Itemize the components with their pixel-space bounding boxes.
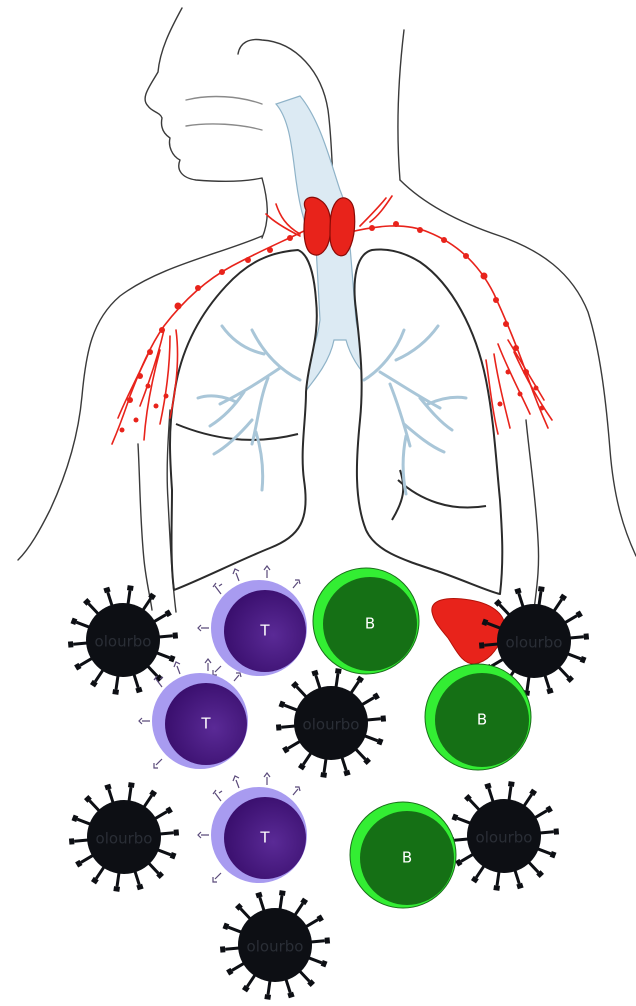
- virus-watermark: olourbo: [506, 634, 563, 652]
- virus-spike: [360, 692, 379, 707]
- t-cell-label: T: [259, 622, 270, 640]
- virus-spike: [74, 656, 93, 671]
- virus-spike: [364, 733, 384, 745]
- virus-spike: [311, 937, 330, 945]
- virus-spike: [104, 784, 115, 804]
- virus-spike: [152, 609, 171, 624]
- virus-watermark: olourbo: [247, 938, 304, 956]
- virus: olourbo: [69, 782, 179, 892]
- virus-spike: [159, 632, 178, 640]
- virus-watermark: olourbo: [476, 829, 533, 847]
- virus: olourbo: [220, 890, 330, 1000]
- virus-spike: [542, 674, 553, 694]
- virus-spike: [484, 783, 495, 803]
- virus-spike: [570, 633, 589, 641]
- virus-spike: [279, 701, 299, 713]
- virus-spike: [567, 651, 587, 663]
- spleen: [432, 599, 505, 665]
- virus-spike: [156, 650, 176, 662]
- virus-spike: [540, 828, 559, 836]
- virus-spike: [125, 585, 134, 605]
- b-cell: B: [313, 568, 419, 674]
- virus-spike: [339, 756, 350, 776]
- virus-spike: [153, 806, 172, 821]
- virus-spike: [282, 739, 301, 754]
- virus-spike: [563, 610, 582, 625]
- virus-spike: [367, 715, 386, 723]
- virus-spike: [276, 723, 295, 731]
- b-cell: B: [425, 664, 531, 770]
- b-cell-label: B: [402, 849, 412, 867]
- virus-spike: [512, 869, 523, 889]
- virus-spike: [304, 914, 323, 929]
- virus-spike: [72, 815, 92, 827]
- virus-spike: [537, 846, 557, 858]
- t-cell: T: [198, 773, 307, 883]
- virus-spike: [320, 758, 329, 778]
- virus-spike: [264, 980, 273, 1000]
- virus-spike: [220, 945, 239, 953]
- virus-spike: [103, 587, 114, 607]
- left-lung: [170, 250, 317, 590]
- virus-spike: [226, 961, 245, 976]
- t-cell: T: [198, 566, 307, 676]
- virus-spike: [533, 805, 552, 820]
- virus-spike: [69, 837, 88, 845]
- virus-spike: [452, 814, 472, 826]
- virus-spike: [160, 829, 179, 837]
- virus-watermark: olourbo: [95, 633, 152, 651]
- virus-spike: [283, 978, 294, 998]
- virus: olourbo: [449, 781, 559, 891]
- virus-spike: [113, 872, 122, 892]
- virus-spike: [112, 675, 121, 695]
- virus-spike: [132, 870, 143, 890]
- virus-spike: [311, 670, 322, 690]
- b-cell-label: B: [477, 711, 487, 729]
- virus-watermark: olourbo: [96, 830, 153, 848]
- virus-spike: [75, 853, 94, 868]
- b-cell-label: B: [365, 615, 375, 633]
- right-lung: [355, 250, 503, 595]
- virus-spike: [157, 847, 177, 859]
- virus: olourbo: [276, 668, 386, 778]
- b-cell: B: [350, 802, 456, 908]
- virus-spike: [255, 892, 266, 912]
- virus-spike: [68, 640, 87, 648]
- virus-spike: [506, 781, 515, 801]
- virus-spike: [455, 852, 474, 867]
- virus-spike: [308, 955, 328, 967]
- virus-watermark: olourbo: [303, 716, 360, 734]
- t-cell-label: T: [259, 829, 270, 847]
- virus-spike: [71, 618, 91, 630]
- virus-spike: [223, 923, 243, 935]
- virus-spike: [126, 782, 135, 802]
- virus-spike: [493, 871, 502, 891]
- virus-spike: [514, 588, 525, 608]
- virus-spike: [333, 668, 342, 688]
- t-cell-label: T: [200, 715, 211, 733]
- virus-spike: [277, 890, 286, 910]
- virus-spike: [536, 586, 545, 606]
- virus-spike: [131, 673, 142, 693]
